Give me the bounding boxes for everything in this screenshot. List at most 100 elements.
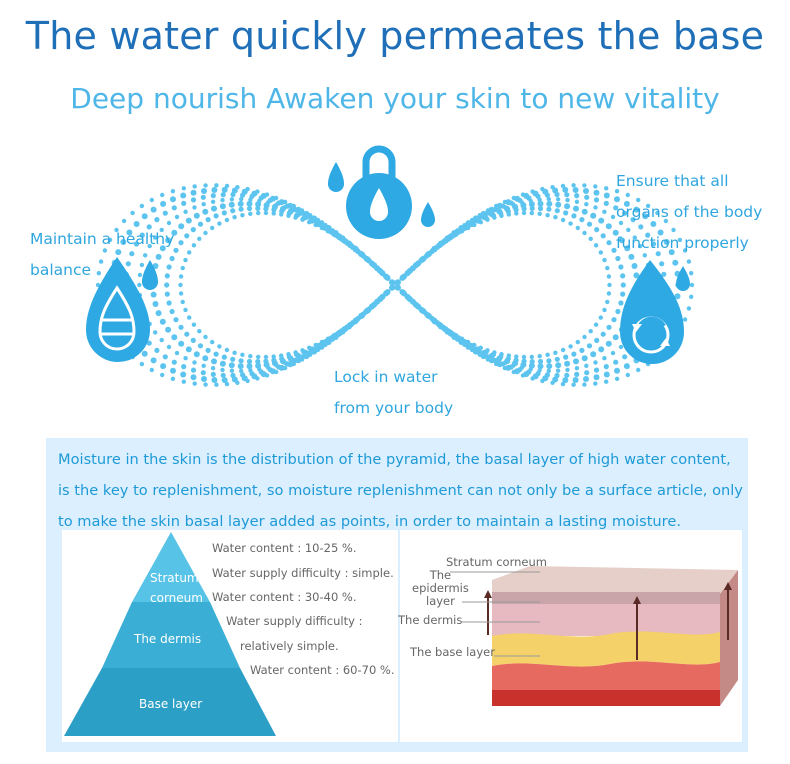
infinity-dot — [603, 371, 610, 378]
infinity-dot — [185, 346, 192, 353]
infinity-dot — [494, 203, 499, 209]
infinity-dot — [546, 206, 552, 212]
infinity-dot — [114, 227, 119, 233]
infinity-dot — [203, 382, 208, 387]
infinity-dot — [162, 210, 168, 216]
infinity-dot — [488, 206, 495, 213]
infinity-dot — [282, 365, 288, 371]
infinity-dot — [256, 210, 261, 216]
infinity-dot — [323, 223, 328, 228]
infinity-dot — [511, 369, 516, 375]
infinity-dot — [137, 272, 143, 278]
infinity-dot — [282, 199, 288, 205]
infinity-dot — [615, 255, 621, 262]
infinity-dot — [600, 331, 606, 337]
infinity-dot — [221, 186, 228, 193]
infinity-dot — [303, 210, 310, 217]
infinity-dot — [485, 208, 491, 213]
infinity-dot — [496, 202, 503, 209]
infinity-dot — [642, 213, 649, 220]
infinity-dot — [139, 262, 145, 268]
infinity-dot — [537, 354, 542, 359]
infinity-dot — [480, 210, 487, 217]
infinity-dot — [620, 291, 626, 297]
infinity-dot — [213, 213, 219, 219]
infinity-dot — [614, 367, 620, 374]
infinity-dot — [593, 243, 599, 248]
infinity-dot — [178, 282, 183, 288]
infinity-dot — [605, 340, 612, 347]
infinity-dot — [165, 237, 172, 244]
infinity-dot — [159, 245, 166, 252]
infinity-dot — [303, 353, 310, 360]
infinity-dot — [598, 315, 603, 320]
infinity-dot — [170, 367, 176, 374]
infinity-dot — [169, 308, 175, 315]
infinity-dot — [137, 282, 142, 288]
infinity-dot — [537, 358, 544, 365]
infinity-dot — [169, 255, 175, 262]
infinity-dot — [572, 187, 579, 193]
infinity-dot — [228, 201, 235, 208]
infinity-dot — [311, 215, 318, 222]
infinity-dot — [520, 192, 526, 197]
infinity-dot — [139, 361, 145, 367]
infinity-dot — [613, 205, 619, 211]
pyramid-box — [62, 530, 398, 742]
infinity-dot — [584, 363, 589, 368]
infinity-dot — [389, 279, 395, 285]
infinity-dot — [274, 369, 279, 375]
infinity-dot — [238, 358, 244, 364]
infinity-dot — [246, 205, 253, 212]
infinity-dot — [689, 294, 694, 299]
infinity-dot — [584, 194, 590, 200]
infinity-dot — [190, 227, 196, 233]
infinity-dot — [477, 352, 483, 357]
infinity-dot — [575, 339, 580, 345]
infinity-dot — [174, 214, 180, 220]
infinity-dot — [604, 186, 609, 191]
infinity-dot — [663, 218, 669, 224]
infinity-dot — [183, 257, 188, 263]
infinity-dot — [603, 364, 609, 370]
infinity-dot — [614, 189, 620, 194]
infinity-dot — [593, 367, 600, 373]
infinity-dot — [263, 210, 269, 216]
infinity-dot — [383, 273, 388, 279]
infinity-dot — [183, 307, 188, 313]
infinity-dot — [102, 248, 108, 253]
infinity-dot — [638, 243, 643, 249]
infinity-dot — [220, 367, 225, 373]
infinity-dot — [318, 343, 325, 350]
infinity-dot — [488, 357, 495, 364]
infinity-dot — [645, 232, 651, 238]
infinity-dot — [582, 183, 587, 188]
infinity-dot — [623, 200, 630, 207]
infinity-dot — [485, 357, 491, 362]
infinity-dot — [330, 337, 335, 342]
infinity-dot — [620, 273, 626, 279]
infinity-dot — [537, 200, 544, 207]
infinity-dot — [579, 347, 585, 353]
infinity-dot — [682, 317, 688, 322]
infinity-dot — [659, 261, 665, 267]
infinity-dot — [173, 317, 179, 323]
infinity-dot — [187, 250, 192, 255]
infinity-dot — [210, 225, 215, 231]
infinity-dot — [671, 227, 676, 233]
infinity-dot — [120, 239, 127, 245]
infinity-dot — [689, 282, 695, 288]
infinity-dot — [229, 368, 235, 373]
infinity-dot — [201, 363, 206, 368]
infinity-dot — [537, 211, 542, 216]
infinity-dot — [434, 320, 439, 326]
infinity-dot — [248, 211, 253, 216]
infinity-dot — [472, 348, 479, 355]
infinity-dot — [337, 233, 343, 239]
infinity-dot — [520, 373, 526, 378]
infinity-dot — [606, 274, 612, 279]
infinity-dot — [170, 189, 176, 194]
infinity-dot — [197, 343, 204, 349]
skin-diagram — [450, 566, 738, 706]
infinity-dot — [351, 244, 356, 250]
